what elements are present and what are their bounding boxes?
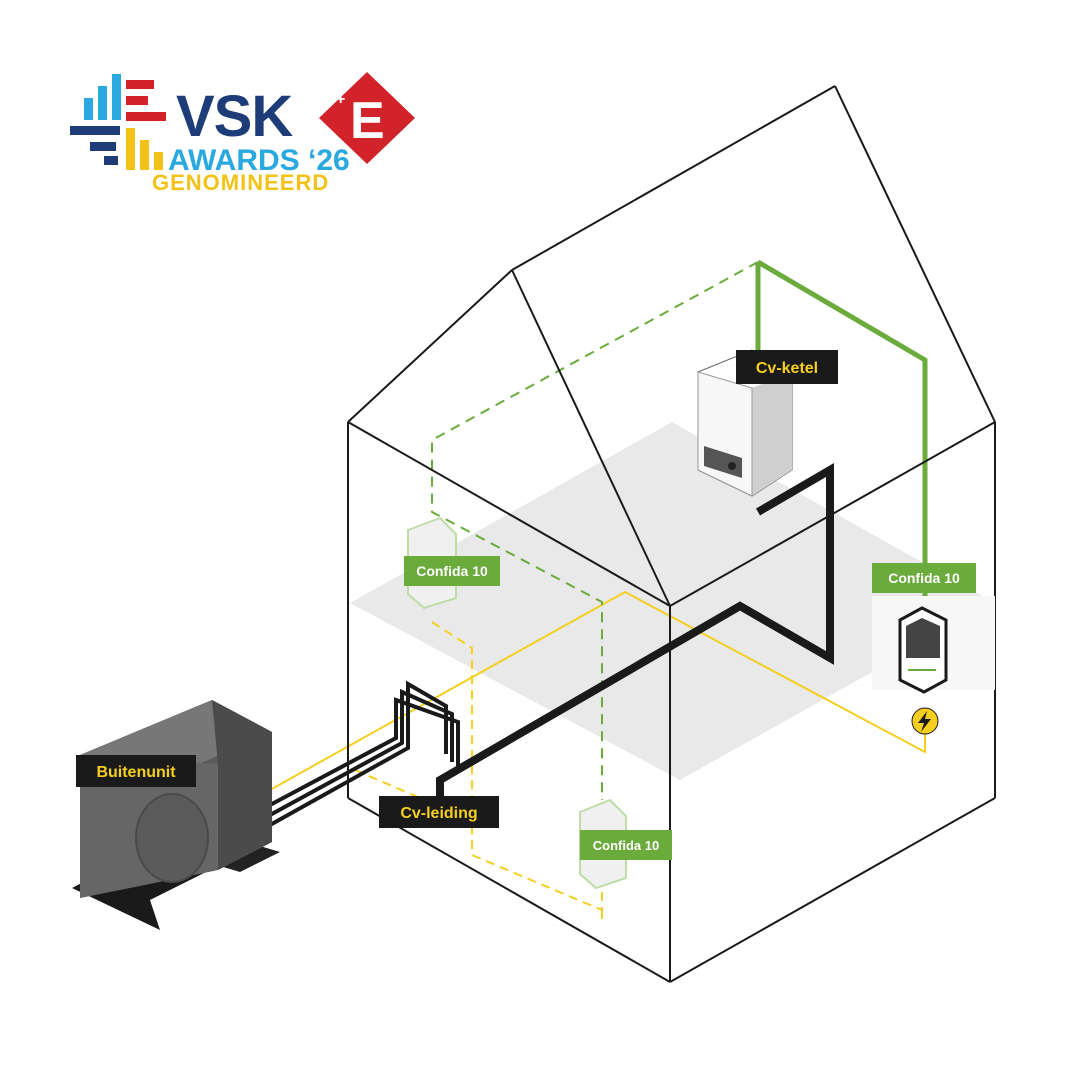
svg-text:Confida 10: Confida 10 (593, 838, 659, 853)
label-cv-ketel: Cv-ketel (736, 350, 838, 384)
logo-bars (70, 74, 166, 170)
logo-e-diamond: E + (319, 72, 415, 164)
svg-text:Cv-ketel: Cv-ketel (756, 360, 818, 377)
svg-text:+: + (336, 91, 345, 108)
label-confida-left: Confida 10 (404, 556, 500, 586)
floor-plane (350, 422, 995, 780)
lightning-bolt-icon (911, 707, 939, 735)
control-lines (431, 259, 928, 800)
label-confida-bottom: Confida 10 (580, 830, 672, 860)
logo-brand-text: VSK (176, 84, 293, 149)
label-confida-right: Confida 10 (872, 563, 976, 593)
svg-text:Confida 10: Confida 10 (888, 570, 960, 586)
vske-awards-logo: VSK E + AWARDS ‘26 GENOMINEERD (70, 72, 415, 195)
label-cv-leiding: Cv-leiding (379, 796, 499, 828)
svg-text:Cv-leiding: Cv-leiding (400, 805, 477, 822)
svg-text:E: E (350, 92, 385, 150)
power-lines (269, 590, 926, 925)
svg-text:Buitenunit: Buitenunit (96, 764, 176, 781)
boiler (697, 349, 793, 497)
house-outline (347, 85, 996, 983)
outdoor-unit (72, 700, 280, 930)
svg-text:Confida 10: Confida 10 (416, 563, 488, 579)
logo-genomineerd-text: GENOMINEERD (152, 170, 329, 195)
cv-pipes (269, 463, 834, 827)
label-buitenunit: Buitenunit (76, 755, 196, 787)
confida-device-right (872, 596, 995, 694)
logo-awards-text: AWARDS ‘26 (168, 144, 350, 177)
